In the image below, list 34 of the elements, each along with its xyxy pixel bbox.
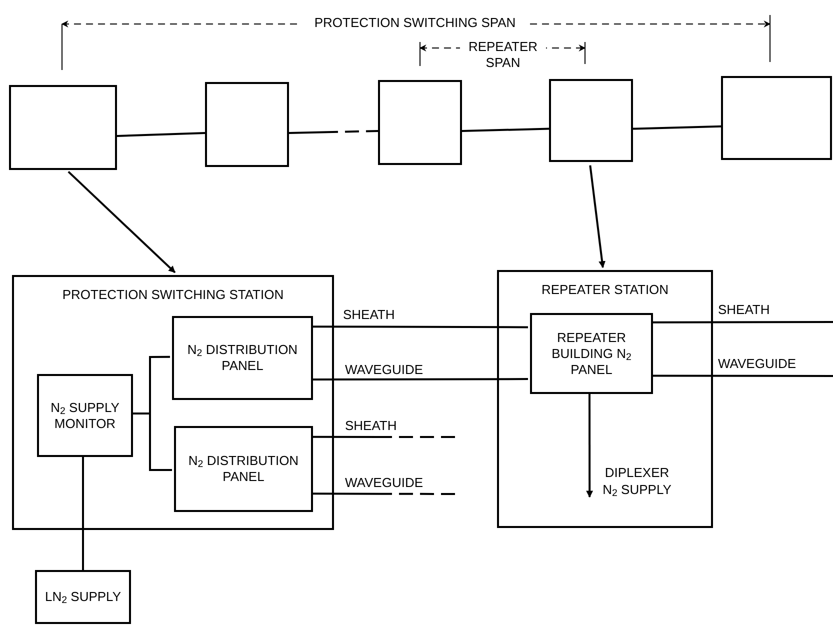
panel-box [35, 570, 131, 624]
connector-line [311, 326, 528, 328]
connector-line [116, 132, 206, 137]
connector-line [311, 378, 528, 381]
node-label: LN$_{2}$ SUPPLY [44, 588, 122, 608]
arrow [589, 165, 606, 268]
arrow [586, 392, 594, 498]
repeater-box [378, 80, 462, 165]
panel-box [172, 316, 313, 400]
panel-box [37, 374, 133, 457]
station-title: REPEATER STATION [540, 282, 670, 298]
arrow [68, 170, 176, 274]
repeater-box [721, 76, 832, 160]
connector-line [462, 128, 550, 132]
connector-line [651, 321, 833, 324]
node-label: DIPLEXER N$_{2}$ SUPPLY [602, 464, 672, 498]
node-label: REPEATER BUILDING N$_{2}$ PANEL [550, 328, 632, 378]
connector-line [651, 374, 833, 377]
node-label: N$_{2}$ DISTRIBUTION PANEL [187, 452, 300, 486]
panel-box [174, 426, 313, 512]
connector-line [311, 436, 458, 438]
station-title: PROTECTION SWITCHING STATION [61, 287, 285, 303]
node-label: N$_{2}$ SUPPLY MONITOR [50, 398, 120, 432]
node-label: N$_{2}$ DISTRIBUTION PANEL [186, 341, 299, 375]
connector-line [288, 130, 378, 134]
repeater-box [9, 85, 117, 170]
connector-line [311, 492, 458, 495]
repeater-box [205, 82, 289, 167]
repeater-box [549, 79, 633, 162]
panel-box [530, 313, 653, 394]
connector-line [632, 125, 722, 130]
station-box [12, 275, 334, 530]
connector-line [82, 455, 84, 570]
station-box [497, 270, 713, 528]
